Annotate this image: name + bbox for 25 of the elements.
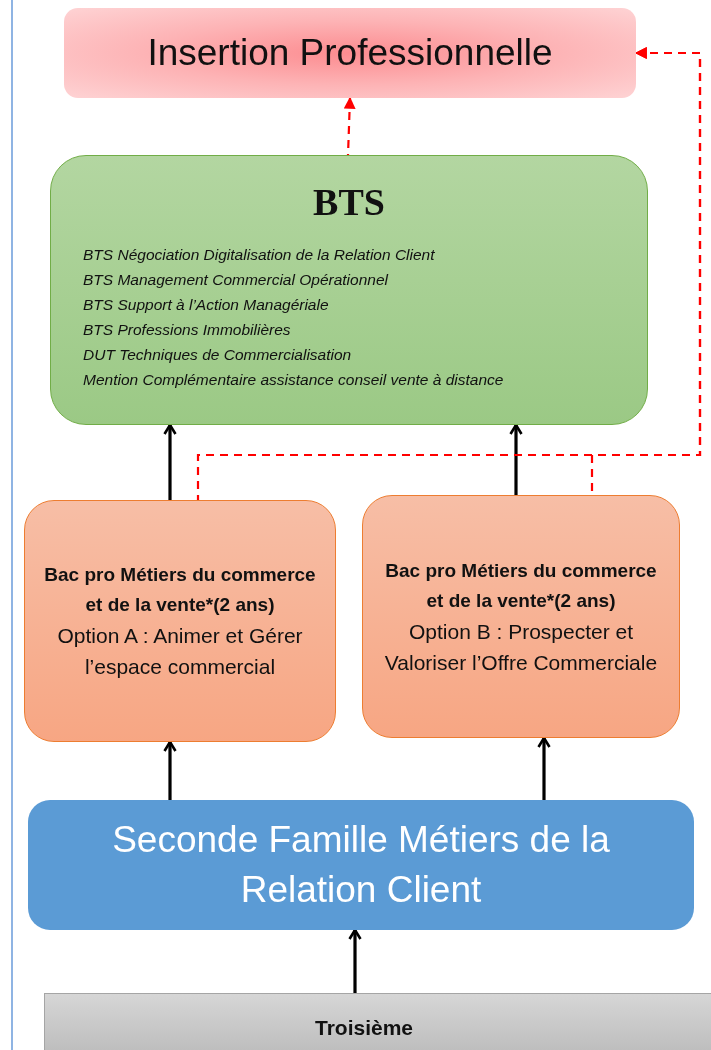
list-item: Mention Complémentaire assistance conseil vente à distance xyxy=(83,370,505,390)
list-item: BTS Support à l’Action Managériale xyxy=(83,295,330,315)
level-box xyxy=(44,993,711,1050)
programme-box xyxy=(28,800,694,930)
box-title: Insertion Professionnelle xyxy=(147,32,553,74)
list-item: BTS Professions Immobilières xyxy=(83,320,292,340)
programme-box xyxy=(24,500,336,742)
arrow xyxy=(348,928,362,993)
list-item: DUT Techniques de Commercialisation xyxy=(83,345,353,365)
outcome-box xyxy=(64,8,636,98)
box-title: Troisième xyxy=(314,1016,414,1040)
option-text: Option A : Animer et Gérer l’espace commercial xyxy=(56,623,304,680)
programme-box xyxy=(362,495,680,738)
option-text: Option B : Prospecter et Valoriser l’Offre Commerciale xyxy=(383,618,659,676)
arrow xyxy=(537,736,551,800)
box-title: BTS xyxy=(313,180,385,224)
arrow xyxy=(163,423,177,500)
box-title: Seconde Famille Métiers de la Relation Client xyxy=(111,818,611,912)
arrow xyxy=(509,423,523,495)
arrow xyxy=(163,740,177,800)
box-title: Bac pro Métiers du commerce et de la vente*(2 ans) xyxy=(384,558,658,613)
box-title: Bac pro Métiers du commerce et de la vente*(2 ans) xyxy=(43,563,317,617)
list-item: BTS Négociation Digitalisation de la Relation Client xyxy=(83,245,436,265)
list-item: BTS Management Commercial Opérationnel xyxy=(83,270,390,290)
programme-box xyxy=(50,155,648,425)
